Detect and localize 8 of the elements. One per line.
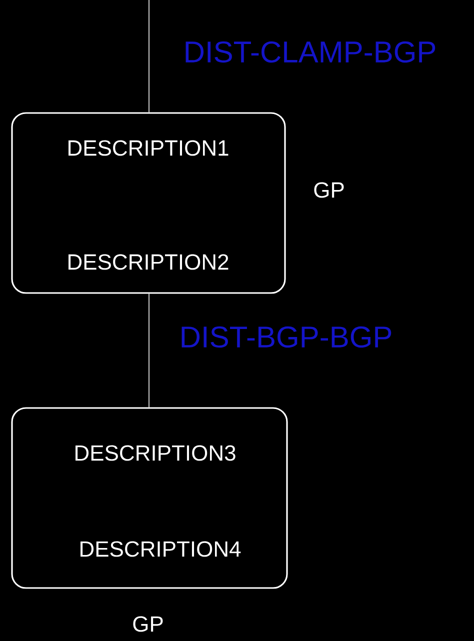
line (148, 0, 150, 113)
label: GP (133, 616, 163, 632)
label: DIST-CLAMP-BGP (186, 41, 436, 63)
process-box: DESCRIPTION3 DESCRIPTION4 (11, 407, 288, 589)
label: GP (314, 182, 344, 198)
line (148, 293, 150, 408)
label: DIST-BGP-BGP (182, 326, 392, 348)
process-box: DESCRIPTION1 DESCRIPTION2 (11, 112, 286, 294)
